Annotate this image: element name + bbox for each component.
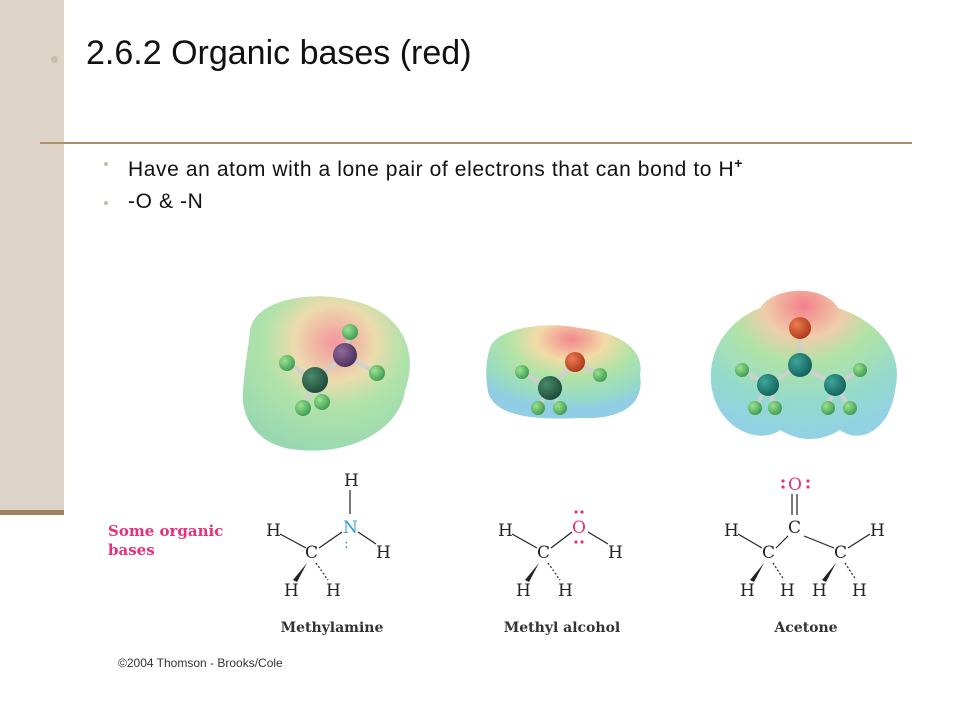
acetone-surface [710,290,897,439]
methylamine-formula: H N : H C H H H [266,471,391,601]
atom-h: H [780,581,795,601]
atom-h: H [516,581,531,601]
atom-h: H [284,581,299,601]
bullet-dot [104,162,108,166]
methylamine-surface [242,296,410,451]
atom-c: C [834,543,847,563]
slide-title: 2.6.2 Organic bases (red) [86,34,472,72]
atom-h: H [724,521,739,541]
molecule-name: Methyl alcohol [503,620,621,636]
bullet-superscript: + [734,155,744,171]
bullet-text: Have an atom with a lone pair of electro… [128,158,735,181]
atom-c: C [788,518,801,538]
atom-h: H [870,521,885,541]
atom-c: C [305,543,318,563]
bullet-item: -O & -N [104,187,743,226]
lone-pair: : [344,536,349,552]
atom-h: H [326,581,341,601]
atom-o: O [788,475,802,495]
atom-h: H [266,521,281,541]
atom-h: H [344,471,359,491]
atom-c: C [537,543,550,563]
sidebar-foot-line [0,510,64,515]
atom-h: H [740,581,755,601]
sidebar-bar [0,0,64,512]
bullet-dot [104,201,108,205]
atom-h: H [376,543,391,563]
copyright-credit: ©2004 Thomson - Brooks/Cole [118,656,283,670]
bullet-text: -O & -N [128,190,204,213]
organic-bases-figure: H N : H C H H H H C O H [242,290,897,601]
title-rule [40,142,912,144]
atom-h: H [558,581,573,601]
atom-c: C [762,543,775,563]
bullet-list: Have an atom with a lone pair of electro… [104,148,743,226]
bullet-item: Have an atom with a lone pair of electro… [104,148,743,187]
methyl-alcohol-surface [486,325,641,419]
side-label: Some organic bases [108,522,224,559]
acetone-formula: O C H C C H H H H H [724,475,885,601]
atom-h: H [852,581,867,601]
structural-formulas: H N : H C H H H H C O H [266,471,885,601]
atom-n: N [343,518,358,538]
methyl-alcohol-formula: H C O H H H [498,510,623,601]
title-bullet [51,56,58,63]
molecule-name: Methylamine [280,620,384,636]
atom-h: H [608,543,623,563]
molecule-name: Acetone [774,620,838,636]
atom-h: H [498,521,513,541]
atom-o: O [572,518,586,538]
atom-h: H [812,581,827,601]
